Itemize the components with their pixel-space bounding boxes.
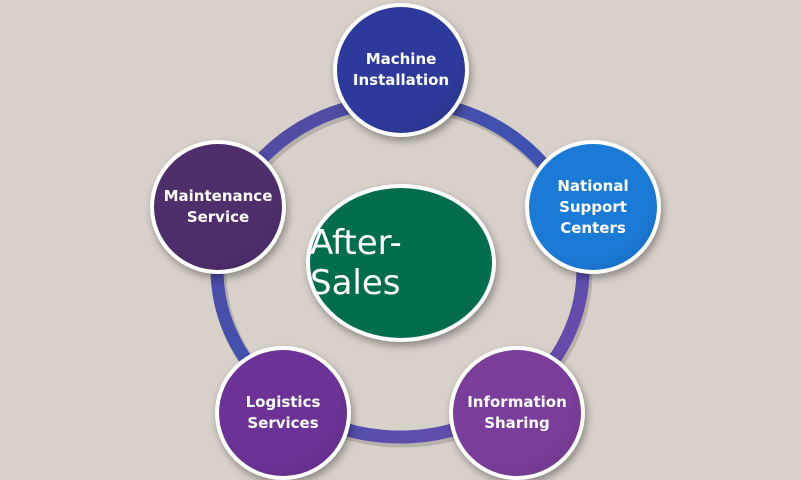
node-label: Information Sharing: [467, 393, 567, 432]
node-information-sharing: Information Sharing: [449, 346, 585, 480]
node-label: Maintenance Service: [163, 187, 273, 226]
node-national-support-centers: National Support Centers: [525, 140, 661, 274]
node-label: Logistics Services: [245, 393, 321, 432]
center-hub: After-Sales: [306, 184, 496, 342]
node-label: National Support Centers: [557, 176, 629, 237]
center-label: After-Sales: [310, 223, 402, 303]
node-maintenance-service: Maintenance Service: [150, 140, 286, 274]
node-logistics-services: Logistics Services: [215, 346, 351, 480]
node-machine-installation: Machine Installation: [333, 3, 469, 137]
node-label: Machine Installation: [352, 50, 450, 89]
